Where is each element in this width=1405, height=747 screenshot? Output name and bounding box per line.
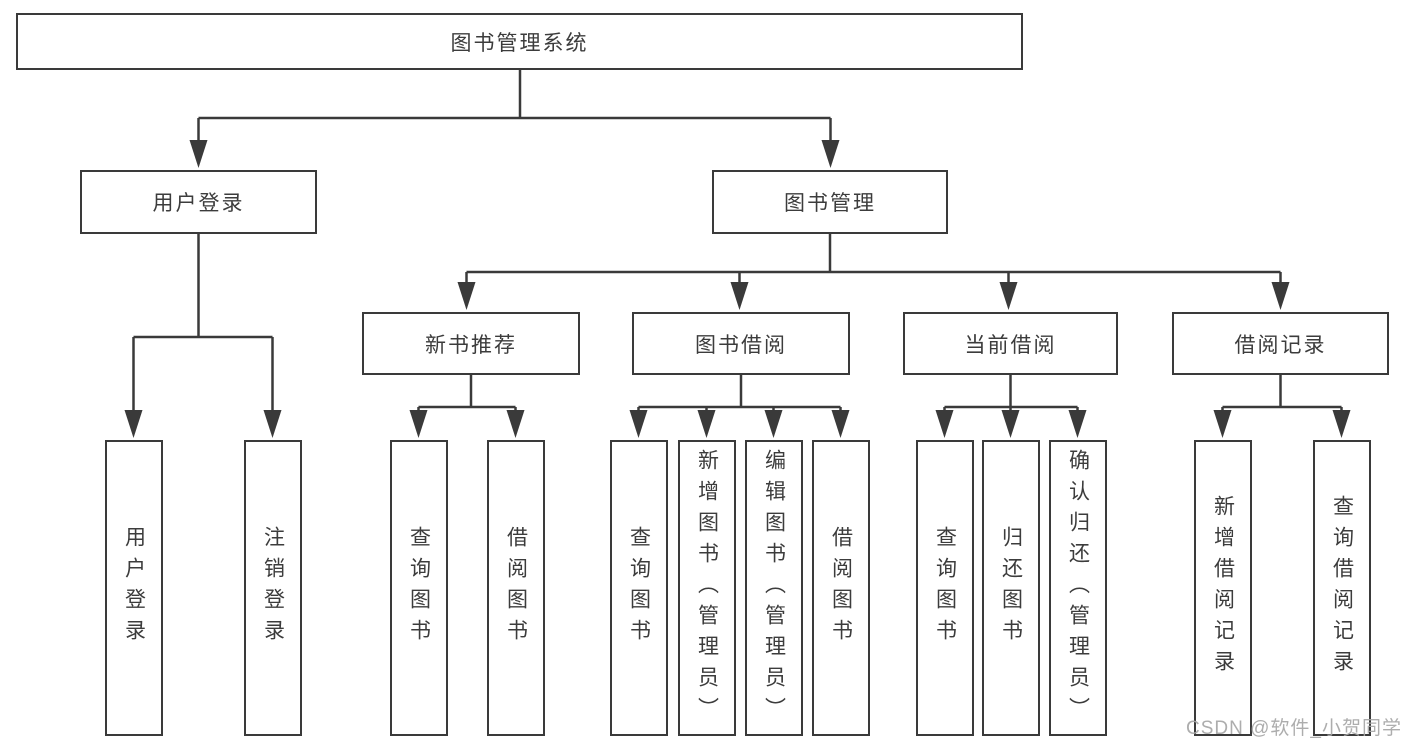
node-leaf-logout: 注销登录	[244, 440, 302, 736]
watermark: CSDN @软件_小贺同学	[1186, 718, 1402, 739]
node-book-management: 图书管理	[712, 170, 948, 234]
node-label: 用户登录	[152, 192, 245, 215]
node-leaf-confirm-return-admin: 确认归还（管理员）	[1049, 440, 1107, 736]
node-label: 新增图书（管理员）	[695, 448, 719, 728]
node-label: 注销登录	[261, 526, 285, 650]
node-label: 借阅图书	[504, 526, 528, 650]
node-current-borrowing: 当前借阅	[903, 312, 1118, 375]
node-label: 查询图书	[627, 526, 651, 650]
arrowheads	[124, 140, 1351, 438]
node-leaf-add-borrow-record: 新增借阅记录	[1194, 440, 1252, 736]
node-label: 确认归还（管理员）	[1066, 448, 1090, 728]
node-label: 图书管理	[784, 192, 876, 215]
node-leaf-query-books-recommend: 查询图书	[390, 440, 448, 736]
node-leaf-borrow-books-recommend: 借阅图书	[487, 440, 545, 736]
node-label: 借阅图书	[829, 526, 853, 650]
node-user-login: 用户登录	[80, 170, 317, 234]
node-leaf-query-borrow-record: 查询借阅记录	[1313, 440, 1371, 736]
node-new-book-recommendation: 新书推荐	[362, 312, 580, 375]
node-leaf-query-books-current: 查询图书	[916, 440, 974, 736]
node-label: 用户登录	[122, 526, 146, 650]
node-leaf-return-book: 归还图书	[982, 440, 1040, 736]
node-label: 编辑图书（管理员）	[762, 448, 786, 728]
node-leaf-borrow-books: 借阅图书	[812, 440, 870, 736]
node-leaf-edit-book-admin: 编辑图书（管理员）	[745, 440, 803, 736]
node-borrowing-records: 借阅记录	[1172, 312, 1389, 375]
node-label: 查询图书	[933, 526, 957, 650]
node-book-borrowing: 图书借阅	[632, 312, 850, 375]
node-label: 当前借阅	[964, 333, 1057, 357]
node-label: 归还图书	[999, 526, 1023, 650]
node-label: 查询借阅记录	[1330, 495, 1354, 681]
node-library-management-system: 图书管理系统	[16, 13, 1023, 70]
node-label: 查询图书	[407, 526, 431, 650]
node-leaf-user-login: 用户登录	[105, 440, 163, 736]
node-leaf-add-book-admin: 新增图书（管理员）	[678, 440, 736, 736]
node-label: 图书管理系统	[450, 31, 589, 55]
node-label: 新增借阅记录	[1211, 495, 1235, 681]
node-label: 新书推荐	[425, 333, 517, 357]
node-leaf-query-books-borrow: 查询图书	[610, 440, 668, 736]
node-label: 借阅记录	[1234, 333, 1327, 357]
node-label: 图书借阅	[695, 333, 787, 357]
